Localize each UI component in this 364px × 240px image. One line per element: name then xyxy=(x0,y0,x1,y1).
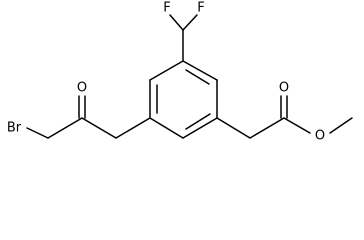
bond xyxy=(115,117,151,139)
bond xyxy=(47,117,83,139)
fluorine-atom-label: F xyxy=(197,1,204,16)
atom-labels: F F O O O Br xyxy=(7,1,325,144)
oxygen-atom-label: O xyxy=(315,129,325,144)
ring-double-bond xyxy=(185,69,210,85)
methyl-acetate-chain xyxy=(216,95,353,139)
bromo-ketone-chain xyxy=(26,95,151,139)
bond xyxy=(26,127,49,139)
oxygen-atom-label: O xyxy=(77,81,87,96)
bond xyxy=(329,117,353,134)
ring-bond xyxy=(182,117,218,139)
bond xyxy=(249,117,285,139)
ring-bond xyxy=(182,60,218,81)
bond xyxy=(169,14,184,31)
bond xyxy=(216,117,251,139)
bromine-atom-label: Br xyxy=(7,121,22,136)
chemical-structure: F F O O O Br xyxy=(7,1,353,144)
ring-bond xyxy=(149,60,184,81)
fluorine-atom-label: F xyxy=(163,1,170,16)
bond xyxy=(182,14,198,31)
difluoromethyl-group xyxy=(169,14,198,62)
bond xyxy=(283,117,311,134)
oxygen-atom-label: O xyxy=(279,81,289,96)
ring-double-bond xyxy=(185,113,211,130)
benzene-ring xyxy=(149,60,218,139)
ring-bond xyxy=(149,117,184,139)
bond xyxy=(81,117,117,139)
